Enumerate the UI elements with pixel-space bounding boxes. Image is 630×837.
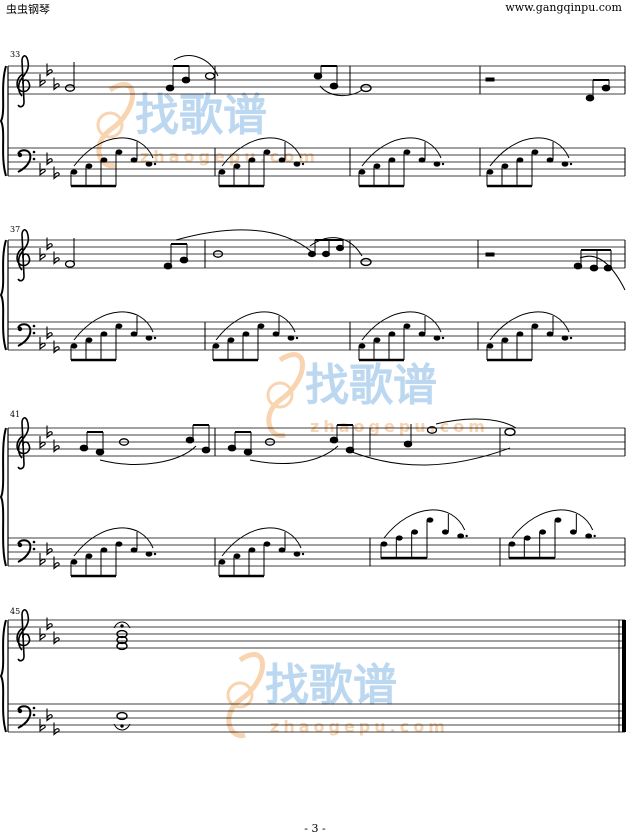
bass-arpeggio — [218, 527, 305, 578]
measure-number: 37 — [10, 225, 20, 234]
brace — [0, 427, 7, 567]
watermark: 找歌谱 zhaogepu.com 找歌谱 zhaogepu.com 找歌谱 zh… — [96, 82, 489, 739]
flat-icon — [46, 707, 53, 722]
notes-system-3 — [79, 418, 517, 466]
bass-arpeggio — [70, 137, 157, 188]
page-number: - 3 - — [304, 822, 326, 835]
flat-icon — [46, 325, 53, 340]
staff-system — [0, 417, 626, 570]
bass-arpeggio — [358, 137, 445, 188]
watermark-brand: 找歌谱 — [265, 660, 397, 711]
flat-icon — [46, 151, 53, 166]
measure-number: 41 — [10, 410, 20, 419]
flat-icon — [53, 555, 60, 570]
bass-arpeggio — [486, 311, 573, 362]
flat-icon — [53, 438, 60, 453]
staff-system — [0, 609, 626, 736]
treble-clef-icon — [16, 417, 31, 470]
flat-icon — [46, 236, 53, 251]
staff-system — [0, 55, 626, 180]
measure-number: 45 — [10, 607, 20, 616]
flat-icon — [53, 76, 60, 91]
bass-arpeggio — [70, 311, 157, 362]
bass-arpeggio — [380, 509, 468, 560]
header-site-name: 虫虫钢琴 — [6, 3, 50, 16]
watermark-url: zhaogepu.com — [270, 717, 449, 736]
brace — [0, 65, 7, 177]
brace — [0, 239, 7, 351]
treble-clef-icon — [16, 229, 31, 282]
flat-icon — [53, 339, 60, 354]
brace — [0, 619, 7, 733]
bass-arpeggio — [218, 137, 305, 188]
measure-number: 33 — [10, 50, 20, 59]
notes-system-1 — [64, 55, 611, 102]
flat-icon — [53, 630, 60, 645]
bass-arpeggio — [212, 311, 299, 362]
header-url: www.gangqinpu.com — [505, 1, 622, 14]
watermark-url: zhaogepu.com — [140, 147, 319, 166]
bass-arpeggio — [508, 509, 596, 560]
flat-icon — [46, 541, 53, 556]
watermark-url: zhaogepu.com — [310, 417, 489, 436]
flat-icon — [46, 62, 53, 77]
notes-system-2 — [64, 229, 626, 291]
treble-clef-icon — [16, 55, 31, 108]
watermark-brand: 找歌谱 — [305, 360, 437, 411]
bass-arpeggio — [358, 311, 445, 362]
bass-arpeggio — [70, 527, 157, 578]
watermark-brand: 找歌谱 — [135, 90, 267, 141]
notes-system-4 — [113, 621, 131, 731]
flat-icon — [46, 616, 53, 631]
treble-clef-icon — [16, 609, 31, 662]
flat-icon — [53, 250, 60, 265]
flat-icon — [53, 165, 60, 180]
staff-system — [0, 229, 626, 354]
bass-arpeggio — [486, 137, 573, 188]
flat-icon — [46, 424, 53, 439]
flat-icon — [53, 721, 60, 736]
